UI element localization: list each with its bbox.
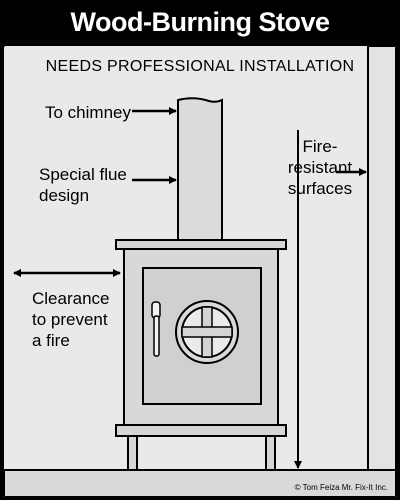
fire-resistant-wall [367, 46, 396, 472]
stove-top-plate [115, 239, 287, 250]
copyright-notice: © Tom Feiza Mr. Fix-It Inc. [294, 483, 388, 492]
door-window [175, 300, 239, 364]
label-to-chimney: To chimney [45, 103, 131, 122]
chimney-pipe [177, 97, 223, 240]
diagram-panel: NEEDS PROFESSIONAL INSTALLATION [4, 46, 396, 497]
stove-diagram [4, 46, 396, 497]
label-special-flue: Special flue design [39, 165, 127, 205]
door-handle [151, 301, 161, 357]
stove-leg-left [127, 435, 138, 471]
stove-base-plate [115, 424, 287, 437]
label-clearance: Clearance to prevent a fire [32, 289, 110, 350]
subtitle: NEEDS PROFESSIONAL INSTALLATION [45, 58, 355, 75]
floor [4, 469, 396, 497]
page-title: Wood-Burning Stove [70, 6, 330, 37]
stove-leg-right [265, 435, 276, 471]
label-fire-resistant: Fire- resistant surfaces [287, 137, 353, 198]
